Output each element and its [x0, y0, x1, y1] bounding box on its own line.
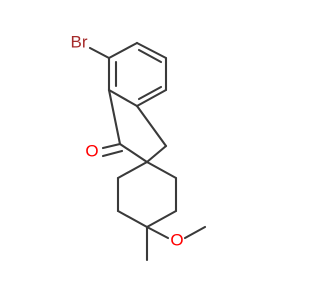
double-bond-inner-c5-c6 [137, 48, 163, 64]
bond-c4q-ether-o [145, 225, 170, 240]
bond-c7a-c1a [107, 88, 139, 108]
bond-c3-c4q [116, 209, 149, 229]
carbonyl-bond-1 [101, 142, 122, 150]
carbonyl-bond-2 [101, 149, 124, 158]
bond-c4q-c5 [145, 209, 178, 229]
molecule-diagram: Br O O [71, 32, 207, 262]
bond-spiro-c2 [116, 160, 149, 180]
ether-oxygen-label: O [170, 230, 183, 249]
double-bond-inner-c7-c7a [137, 85, 163, 101]
cyclohexane-ring [116, 160, 178, 229]
bond-co-c1a [107, 88, 122, 146]
bond-c6r-spiro [145, 160, 178, 180]
benzene-ring [107, 41, 168, 108]
bromine-label: Br [71, 32, 88, 51]
bond-c7a-ch2 [135, 104, 168, 148]
structure-canvas: Br O O [70, 32, 207, 262]
bond-c7-c7a [135, 88, 168, 108]
bond-c5-c6 [135, 41, 168, 60]
bond-c4-br [88, 46, 111, 60]
bond-c4-c5 [107, 41, 139, 60]
cyclopentanone-ring [107, 88, 168, 164]
ketone-oxygen-label: O [85, 141, 98, 160]
bond-ether-o-methyl [183, 225, 207, 240]
bond-spiro-co [118, 142, 149, 164]
bond-ch2-spiro [145, 144, 168, 164]
